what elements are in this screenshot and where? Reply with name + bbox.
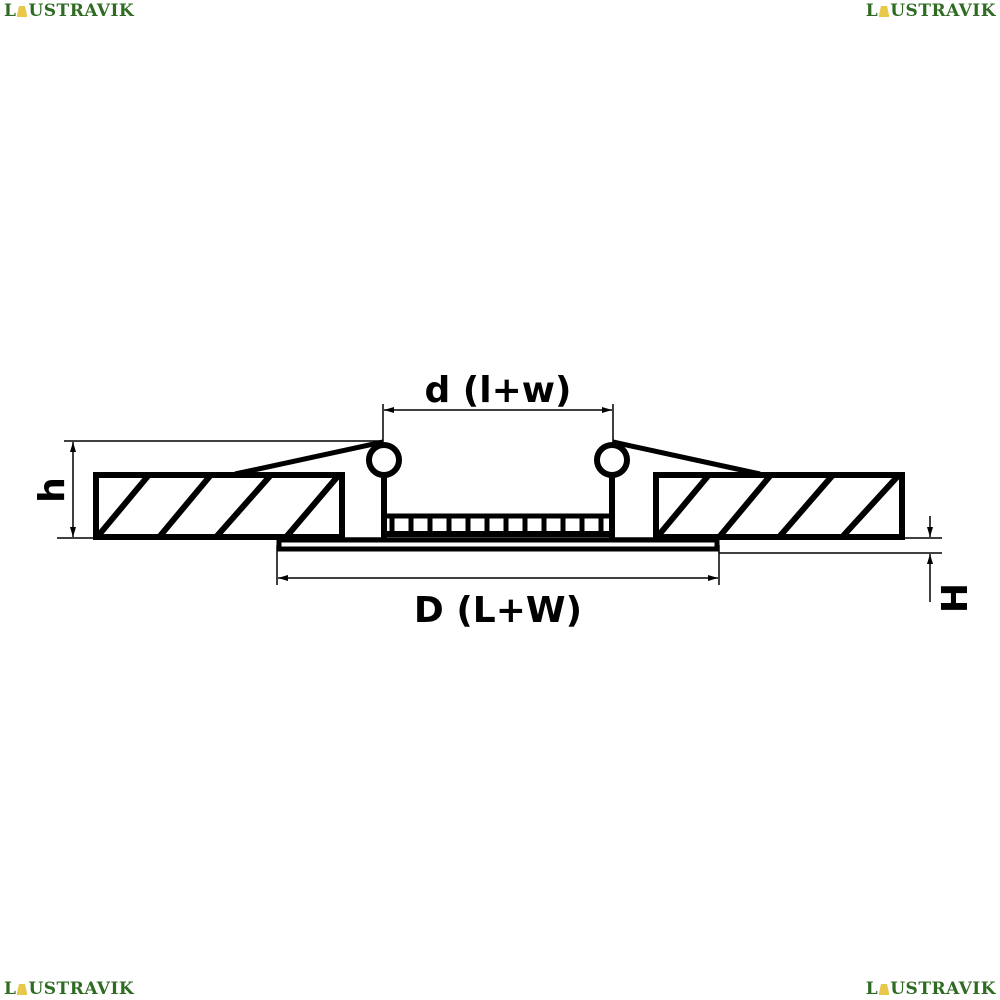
label-inner-dimension: d (l+w) xyxy=(425,370,572,411)
spring-clip-right xyxy=(612,439,761,477)
lamp-icon xyxy=(17,5,28,17)
dimension-inner xyxy=(382,404,614,442)
brand-logo-top-right: L USTRAVIK xyxy=(866,1,996,21)
spring-pivot-left xyxy=(366,442,402,478)
label-panel-height: H xyxy=(935,583,976,613)
logo-letter: L xyxy=(4,979,17,999)
lamp-icon xyxy=(879,983,890,995)
logo-text: USTRAVIK xyxy=(890,1,996,21)
spring-pivot-right xyxy=(594,442,630,478)
brand-logo-bottom-left: L USTRAVIK xyxy=(4,979,134,999)
ceiling-section-left xyxy=(93,472,345,540)
label-height: h xyxy=(32,477,73,503)
dimension-outer xyxy=(276,545,720,585)
logo-letter: L xyxy=(865,979,879,999)
logo-letter: L xyxy=(865,1,879,21)
fixture-body xyxy=(381,474,615,538)
logo-text: USTRAVIK xyxy=(28,979,135,999)
trim-panel xyxy=(276,537,720,552)
spring-clip-left xyxy=(234,439,384,477)
lamp-icon xyxy=(17,983,28,995)
logo-letter: L xyxy=(4,1,17,21)
label-outer-dimension: D (L+W) xyxy=(414,590,582,631)
logo-text: USTRAVIK xyxy=(28,1,135,21)
logo-text: USTRAVIK xyxy=(890,979,996,999)
brand-logo-bottom-right: L USTRAVIK xyxy=(866,979,996,999)
ceiling-section-right xyxy=(653,472,905,540)
dimension-panel-height xyxy=(719,516,942,602)
lamp-icon xyxy=(879,5,890,17)
dimension-height xyxy=(64,440,380,537)
brand-logo-top-left: L USTRAVIK xyxy=(4,1,134,21)
